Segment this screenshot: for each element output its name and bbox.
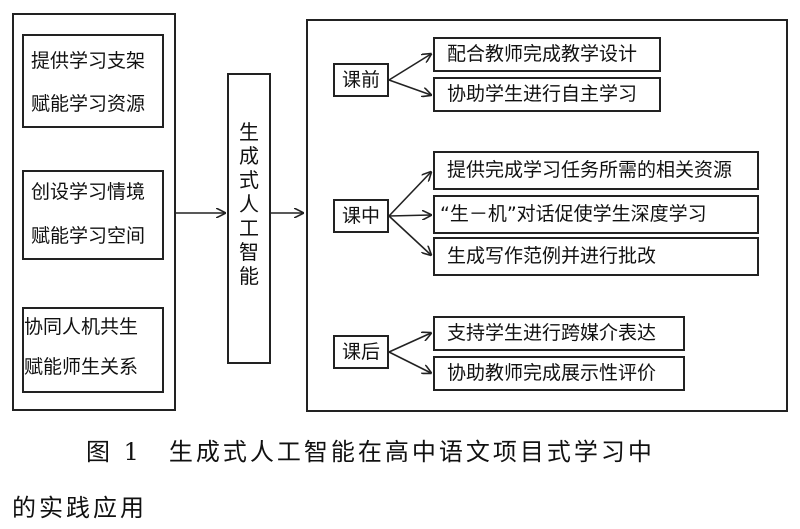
mid-item-2-box [433, 195, 759, 234]
pre-item-1-box [433, 37, 661, 72]
center-char-7: 能 [239, 264, 259, 288]
group-label-3: 课后 [342, 341, 381, 363]
center-box [227, 73, 271, 364]
left-item-2-line1: 创设学习情境 [31, 181, 146, 203]
arrow-post-2 [388, 351, 431, 373]
arrow-post-1 [388, 333, 431, 353]
left-item-2-line2: 赋能学习空间 [31, 225, 146, 247]
pre-item-1: 配合教师完成教学设计 [447, 43, 638, 65]
center-char-5: 工 [239, 216, 259, 240]
pre-item-2-box [433, 77, 661, 112]
figure-caption-line2: 的实践应用 [12, 494, 147, 522]
post-item-2: 协助教师完成展示性评价 [447, 362, 657, 384]
group-label-box-3 [333, 335, 389, 369]
post-item-1-box [433, 316, 685, 351]
figure-caption-line1: 图 1 生成式人工智能在高中语文项目式学习中 [86, 438, 655, 466]
left-item-3-line2: 赋能师生关系 [24, 356, 139, 378]
left-item-2 [22, 170, 164, 260]
mid-item-3-box [433, 237, 759, 276]
left-item-3 [22, 307, 164, 393]
center-char-3: 式 [239, 168, 259, 192]
pre-item-2: 协助学生进行自主学习 [447, 83, 638, 105]
arrow-mid-3 [388, 215, 431, 255]
group-label-box-1 [333, 63, 389, 97]
group-label-2: 课中 [342, 205, 381, 227]
arrow-pre-2 [388, 79, 431, 95]
arrow-mid-2 [388, 215, 431, 216]
center-char-1: 生 [239, 120, 259, 144]
arrow-pre-1 [388, 54, 431, 81]
mid-item-3: 生成写作范例并进行批改 [447, 245, 657, 267]
left-item-1 [22, 34, 164, 128]
mid-item-1-box [433, 151, 759, 190]
post-item-1: 支持学生进行跨媒介表达 [447, 322, 657, 344]
mid-item-2: “生－机”对话促使学生深度学习 [440, 203, 707, 225]
group-label-box-2 [333, 199, 389, 233]
center-char-2: 成 [239, 144, 259, 168]
center-char-6: 智 [239, 240, 259, 264]
post-item-2-box [433, 356, 685, 391]
center-label: 生 成 式 人 工 智 能 [227, 120, 271, 288]
mid-item-1: 提供完成学习任务所需的相关资源 [447, 159, 733, 181]
left-item-3-line1: 协同人机共生 [24, 316, 139, 338]
left-item-1-line1: 提供学习支架 [31, 50, 146, 72]
group-label-1: 课前 [342, 69, 381, 91]
left-item-1-line2: 赋能学习资源 [31, 93, 146, 115]
arrow-mid-1 [388, 172, 431, 217]
center-char-4: 人 [239, 192, 259, 216]
